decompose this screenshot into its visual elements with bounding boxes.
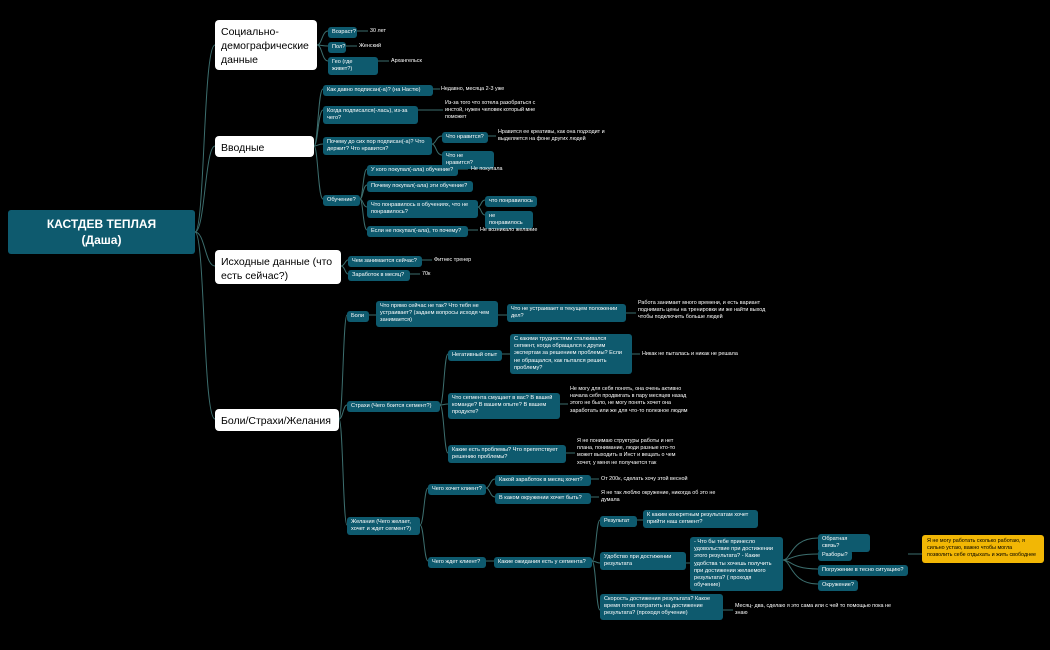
comfort-feedback[interactable]: Обратная связь? [818,534,870,553]
edu-q-why-not[interactable]: Если не покупал(-ала), то почему? [367,226,468,238]
pains-boli[interactable]: Боли [347,311,369,323]
initial-q-income[interactable]: Заработок в месяц? [348,270,410,282]
pains-fears[interactable]: Страхи (Чего боится сегмент?) [347,401,440,413]
expect-speed-answer: Месяц- два, сделаю я это сама или с чей … [735,603,892,617]
wishes-client-wants[interactable]: Чего хочет клиент? [428,484,486,496]
fears-doubts-question[interactable]: Что сегмента смущает в вас? В вашей кома… [448,393,560,419]
initial-q-occupation[interactable]: Чем занимается сейчас? [348,256,422,268]
section-intro[interactable]: Вводные вопросы [215,136,314,168]
fears-negative-question[interactable]: С какими трудностями сталкивался сегмент… [510,334,632,375]
expect-comfort[interactable]: Удобство при достижении результата [600,552,686,571]
sex-question[interactable]: Пол? [328,42,346,54]
boli-question-2[interactable]: Что не устраивает в текущем положении де… [507,304,626,323]
expect-speed-question[interactable]: Скорость достижения результата? Какое вр… [600,594,723,620]
wishes-income-question[interactable]: Какой заработок в месяц хочет? [495,475,591,487]
section-pains[interactable]: Боли/Страхи/Желания [215,409,339,431]
wishes-environment-answer: Я не так люблю окружение, никогда об это… [601,490,716,504]
intro-q-how-long[interactable]: Как давно подписан(-а)? (на Настю) [323,85,433,97]
wishes-environment-question[interactable]: В каком окружении хочет быть? [495,493,591,505]
wishes-income-answer: От 200к, сделать хочу этой весной [601,476,688,482]
root-node[interactable]: КАСТДЕВ ТЕПЛАЯ (Даша) [8,210,195,254]
expect-comfort-question[interactable]: - Что бы тебе принесло удовольствие при … [690,537,783,592]
expect-result[interactable]: Результат [600,516,637,528]
sex-answer: Женский [359,43,381,49]
intro-q-when-subscribed[interactable]: Когда подписался(-лась), из-за чего? [323,106,418,125]
fears-negative-answer: Никак не пыталась и никак не решала [642,351,738,357]
intro-a-when-subscribed: Из-за того что хотела разобраться с инст… [445,100,536,121]
boli-answer: Работа занимает много времени, и есть ва… [638,300,766,321]
edu-liked[interactable]: что понравилось [485,196,537,208]
initial-a-income: 70к [422,271,431,277]
wishes-client-expects[interactable]: Чего ждет клиент? [428,557,486,569]
root-title: КАСТДЕВ ТЕПЛАЯ [46,217,157,231]
boli-question[interactable]: Что прямо сейчас не так? Что тебя не уст… [376,301,498,327]
edu-a-from-whom: Не покупала [471,166,503,172]
expect-result-question[interactable]: К каким конкретным результатам хочет при… [643,510,758,529]
initial-a-occupation: Фитнес тренер [434,257,472,263]
comfort-reviews[interactable]: Разборы? [818,550,852,562]
comfort-immersion[interactable]: Погружение в тесно ситуацию? [818,565,908,577]
intro-education[interactable]: Обучение? [323,195,360,207]
root-subtitle: (Даша) [81,233,122,247]
fears-doubts-answer: Не могу для себя понять, она очень актив… [570,386,688,414]
pains-wishes[interactable]: Желания (Чего желает, хочет и ждет сегме… [347,517,420,536]
section-socdem[interactable]: Социально-демографические данные [215,20,317,70]
fears-problems-answer: Я не понимаю структуры работы и нет план… [577,438,676,466]
edu-q-why-bought[interactable]: Почему покупал(-ала) эти обучение? [367,181,473,193]
fears-problems-question[interactable]: Какие есть проблемы? Что препятствует ре… [448,445,566,464]
comfort-environment[interactable]: Окружение? [818,580,858,592]
age-question[interactable]: Возраст? [328,27,357,39]
edu-disliked[interactable]: не понравилось [485,211,533,230]
geo-question[interactable]: Гео (где живет?) [328,57,378,76]
comfort-note: Я не могу работать сколько работаю, я си… [922,535,1044,563]
edu-q-liked[interactable]: Что понравилось в обучениях, что не понр… [367,200,478,219]
intro-a-how-long: Недавно, месяца 2-3 уже [441,86,505,92]
intro-q-dislikes[interactable]: Что не нравится? [442,151,494,170]
geo-answer: Архангельск [391,58,422,64]
section-initial[interactable]: Исходные данные (что есть сейчас?) [215,250,341,284]
age-answer: 30 лет [370,28,386,34]
edu-q-from-whom[interactable]: У кого покупал(-ала) обучение? [367,165,458,177]
intro-a-likes: Нравится ее креативы, как она подходит и… [498,129,605,143]
edu-a-why-not: Не возникало желание [480,227,538,233]
intro-q-likes[interactable]: Что нравится? [442,132,488,144]
intro-q-why-still[interactable]: Почему до сих пор подписан(-а)? Что держ… [323,137,432,156]
wishes-expectations-question[interactable]: Какие ожидания есть у сегмента? [494,557,592,569]
fears-negative-experience[interactable]: Негативный опыт [448,350,502,362]
